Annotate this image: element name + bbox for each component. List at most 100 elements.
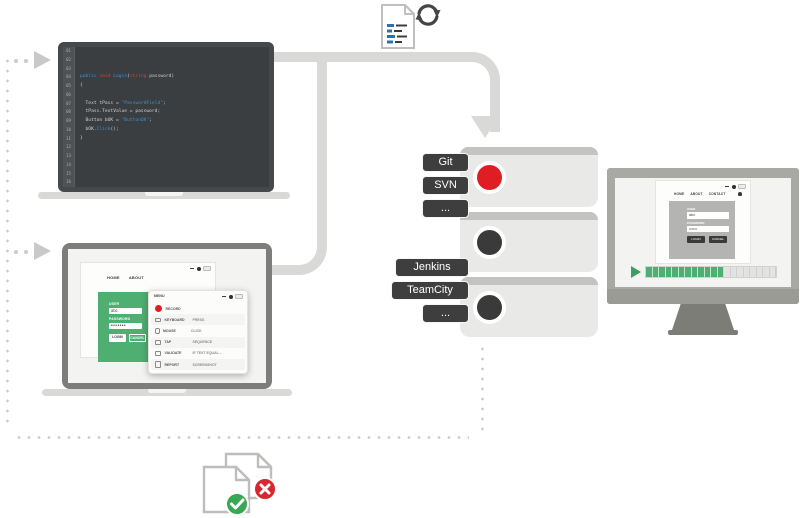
code-line: }	[80, 135, 83, 141]
close-icon[interactable]	[203, 266, 211, 271]
progress-segment	[652, 267, 659, 277]
app-laptop-base	[42, 389, 292, 396]
server-top-strip	[460, 147, 598, 155]
play-icon[interactable]	[631, 266, 641, 278]
code-line: {	[80, 83, 83, 88]
test-run-progress-bar	[645, 266, 777, 278]
window-controls	[190, 266, 211, 271]
line-number: 16	[66, 179, 71, 185]
maximize-icon[interactable]	[731, 184, 736, 189]
menu-item[interactable]: HOME	[107, 275, 120, 280]
laptop-notch	[148, 389, 186, 393]
menu-item[interactable]: ABOUT	[128, 275, 145, 280]
fail-badge-icon	[253, 477, 277, 501]
laptop-notch	[145, 192, 183, 196]
monitor-stand	[672, 304, 734, 330]
server-ci	[460, 277, 598, 337]
progress-segment	[737, 267, 744, 277]
tap-icon	[155, 339, 161, 345]
progress-segment	[756, 267, 763, 277]
test-results-icon	[202, 452, 277, 516]
minimize-icon[interactable]	[190, 267, 194, 270]
pass-badge-icon	[225, 492, 249, 516]
menu-item[interactable]: CONTACT	[708, 192, 726, 196]
password-label: PASSWORD	[109, 317, 131, 321]
password-input[interactable]: ••••••	[687, 225, 729, 232]
line-number: 15	[66, 170, 71, 176]
menu-item[interactable]: HOME	[674, 192, 685, 196]
server-status-light	[473, 161, 506, 194]
code-line: Text tPass = "PasswordField";	[80, 100, 166, 106]
line-number: 02	[66, 56, 71, 62]
recorder-row-value: SCREENSHOT	[192, 362, 217, 367]
monitor-browser-window: HOME ABOUT CONTACT USER abc PASSWORD •••••…	[655, 180, 751, 264]
line-number: 06	[66, 91, 71, 97]
line-number: 07	[66, 100, 71, 106]
recorder-row-value: SEQUENCE	[192, 340, 213, 345]
progress-segment	[724, 267, 731, 277]
progress-segment	[750, 267, 757, 277]
server-middle	[460, 212, 598, 272]
code-line: tPass.TextValue = password;	[80, 109, 161, 115]
line-number: 03	[66, 65, 71, 71]
server-vcs	[460, 147, 598, 207]
code-line	[80, 178, 269, 187]
feedback-loop-left-line	[6, 56, 9, 428]
cancel-button[interactable]: CANCEL	[129, 334, 146, 342]
server-status-light	[473, 291, 506, 324]
arrowhead-to-servers-icon	[471, 116, 499, 138]
password-input[interactable]: •••••••	[109, 322, 142, 329]
login-button[interactable]: LOGIN	[687, 236, 705, 243]
user-input[interactable]: abc	[109, 307, 142, 314]
password-label: PASSWORD	[687, 220, 705, 225]
close-icon[interactable]	[738, 184, 746, 189]
code-line	[80, 65, 269, 74]
progress-segment	[711, 267, 718, 277]
monitor-login-form: USER abc PASSWORD •••••• LOGIN CANCEL	[669, 201, 735, 259]
progress-segment	[698, 267, 705, 277]
minimize-icon[interactable]	[725, 185, 729, 188]
arrow-to-code-laptop-icon	[34, 51, 51, 69]
code-line: Button bOK = "ButtonOK";	[80, 118, 152, 123]
line-number: 08	[66, 109, 71, 115]
progress-segment	[730, 267, 737, 277]
user-input[interactable]: abc	[687, 212, 729, 219]
code-listing: public void Login(string password){ Text…	[75, 47, 269, 187]
login-button[interactable]: LOGIN	[109, 334, 126, 342]
recorder-row[interactable]: REPORT SCREENSHOT	[151, 358, 245, 371]
close-icon[interactable]	[235, 294, 243, 299]
results-monitor: HOME ABOUT CONTACT USER abc PASSWORD •••••…	[607, 168, 799, 304]
code-line: bOK.Click();	[80, 126, 119, 132]
maximize-icon[interactable]	[228, 294, 233, 299]
menu-item[interactable]: ABOUT	[690, 192, 703, 196]
dot	[24, 250, 28, 254]
code-line	[80, 56, 269, 65]
dot	[14, 59, 18, 63]
code-line	[80, 143, 269, 152]
dot	[14, 250, 18, 254]
recorder-row[interactable]: RECORD	[151, 303, 245, 314]
recorder-row-label: MOUSE	[163, 328, 176, 333]
record-icon	[155, 305, 162, 313]
script-sync-icon	[381, 4, 441, 49]
recorder-row-label: REPORT	[164, 362, 180, 367]
line-number: 13	[66, 153, 71, 158]
progress-segment	[717, 267, 724, 277]
minimize-icon[interactable]	[222, 295, 226, 298]
window-controls	[222, 294, 243, 299]
code-line	[80, 161, 269, 170]
progress-segment	[763, 267, 770, 277]
recorder-row-label: KEYBOARD	[164, 317, 185, 322]
script-text-bars	[387, 24, 407, 44]
maximize-icon[interactable]	[196, 266, 201, 271]
cancel-button[interactable]: CANCEL	[709, 236, 727, 243]
